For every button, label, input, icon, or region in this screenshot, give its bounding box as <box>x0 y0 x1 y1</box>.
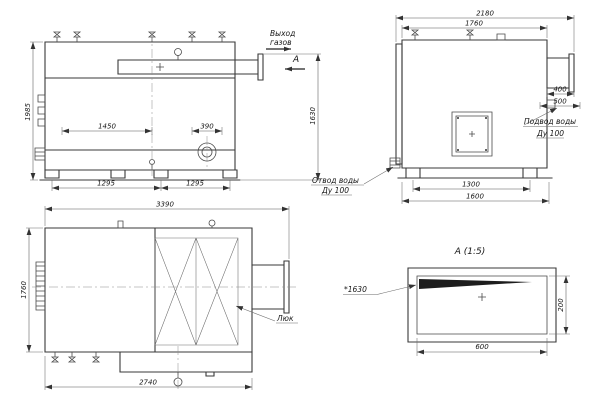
side-top-stub <box>496 33 506 41</box>
dim-ext-lines <box>26 206 290 390</box>
dim-text-1630: 1630 <box>309 107 317 125</box>
plan-body-outline <box>44 227 253 353</box>
detail-outer-rect <box>407 267 557 343</box>
water-return-label-line2: Ду 100 <box>321 186 349 195</box>
dim-text-1760-plan: 1760 <box>20 281 28 299</box>
water-return-label-line1: Отвод воды <box>312 176 359 185</box>
detail-title: А (1:5) <box>454 247 486 257</box>
detail-inner-rect <box>416 275 548 335</box>
front-gas-duct <box>117 53 264 81</box>
detail-a-view: А (1:5) *1630 600 200 <box>343 247 570 356</box>
water-supply-label-line2: Ду 100 <box>536 129 564 138</box>
hatched-panels <box>154 237 239 346</box>
dim-text-390: 390 <box>200 123 214 131</box>
front-centerlines <box>151 32 208 176</box>
plan-bottom-box <box>119 351 253 377</box>
dim-text-1295-left: 1295 <box>97 180 115 188</box>
door-bolt <box>485 149 487 151</box>
gas-outlet-label-line2: газов <box>270 38 292 47</box>
dim-text-2180: 2180 <box>476 10 494 18</box>
dim-text-500: 500 <box>553 98 567 106</box>
plan-top-stub <box>117 220 213 229</box>
dim-text-1295-right: 1295 <box>186 180 204 188</box>
section-mark-label: А <box>292 55 299 65</box>
door-bolt <box>457 117 459 119</box>
weld-wedge <box>419 279 532 289</box>
valve-icon <box>73 31 81 43</box>
detail-note-leader <box>343 284 417 295</box>
inspection-door <box>451 111 493 157</box>
side-view: 2180 1760 400 500 1300 1600 Подвод воды … <box>311 10 581 204</box>
front-feet <box>39 169 241 181</box>
detail-center-cross <box>478 293 486 301</box>
side-body-outline <box>401 39 548 169</box>
dim-ext-lines <box>395 15 581 204</box>
water-return-leader <box>363 166 394 185</box>
dim-text-1760-side: 1760 <box>465 20 483 28</box>
duct-sensor-head <box>174 48 182 56</box>
detail-note: *1630 <box>344 285 367 294</box>
dim-text-3390: 3390 <box>156 201 174 209</box>
valve-icon <box>188 31 196 43</box>
hatch-label: Люк <box>276 314 294 323</box>
dim-ext-lines <box>416 275 570 356</box>
front-view: 1450 390 1295 1295 1985 1630 Выход газов… <box>24 29 321 191</box>
louver-block <box>35 261 46 311</box>
side-feet <box>397 167 553 179</box>
door-bolt <box>457 149 459 151</box>
side-duct-outlet <box>546 53 575 93</box>
valve-icon <box>53 31 61 43</box>
dim-text-1985: 1985 <box>24 103 32 121</box>
dim-text-2740: 2740 <box>139 379 157 387</box>
dim-ext-lines <box>30 41 321 191</box>
front-left-fittings <box>34 94 46 161</box>
plan-vent-fitting <box>208 219 216 227</box>
valve-icon <box>68 351 76 363</box>
dim-text-1300: 1300 <box>462 181 480 189</box>
valve-icon <box>51 351 59 363</box>
hatch-leader <box>235 305 276 322</box>
water-return-fitting <box>389 157 401 169</box>
dim-text-1450: 1450 <box>98 123 116 131</box>
door-bolt <box>485 117 487 119</box>
valve-icon <box>411 29 419 41</box>
plan-centerlines <box>32 286 298 392</box>
duct-sensor-stem <box>156 55 179 71</box>
side-front-plate <box>395 43 403 165</box>
dim-text-600: 600 <box>475 343 489 351</box>
dim-text-200: 200 <box>557 298 565 312</box>
water-supply-leader <box>523 107 558 126</box>
dim-text-400: 400 <box>553 86 567 94</box>
valve-icon <box>466 29 474 41</box>
dim-text-1600: 1600 <box>466 193 484 201</box>
gas-outlet-label-line1: Выход <box>270 29 295 38</box>
valve-icon <box>92 351 100 363</box>
front-body-outline <box>44 41 236 171</box>
valve-icon <box>218 31 226 43</box>
water-supply-label-line1: Подвод воды <box>524 117 576 126</box>
plan-view: 3390 1760 2740 Люк <box>20 201 298 392</box>
